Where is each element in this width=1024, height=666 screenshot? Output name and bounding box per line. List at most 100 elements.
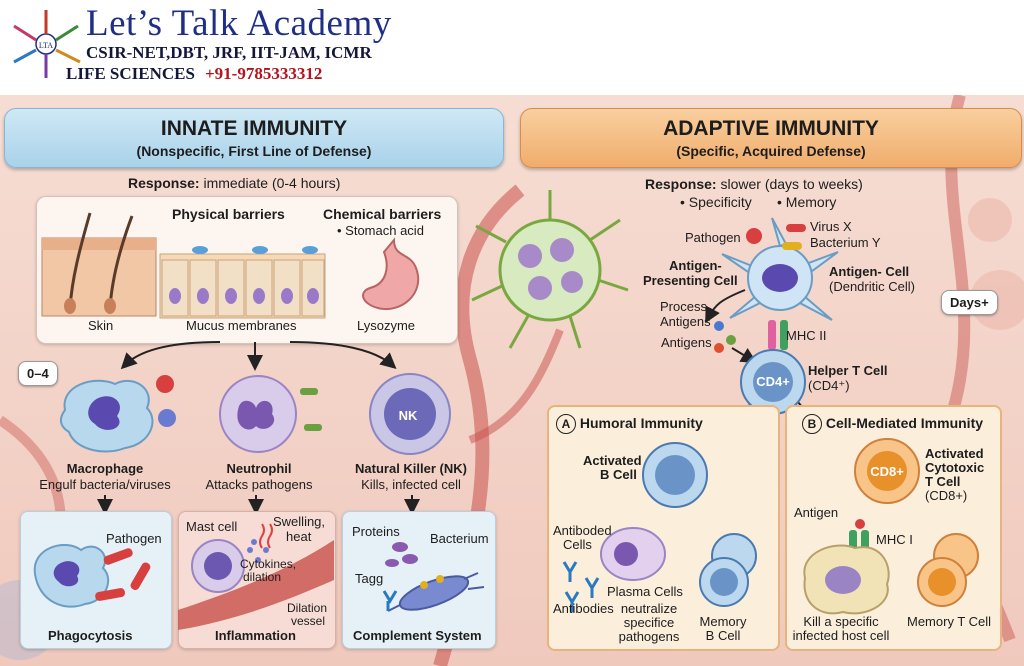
tagg-label: Tagg — [355, 571, 384, 586]
adaptive-title: ADAPTIVE IMMUNITY — [663, 117, 879, 140]
cytokines-label: Cytokines, — [240, 557, 297, 571]
memory-b-label-2: B Cell — [705, 628, 741, 643]
innate-banner: INNATE IMMUNITY (Nonspecific, First Line… — [4, 108, 504, 168]
dilation-label: dilation — [243, 570, 282, 584]
dendritic-cell-icon — [721, 217, 839, 321]
macrophage-desc: Engulf bacteria/viruses — [39, 477, 171, 492]
dilation-vessel-label-1: Dilation — [287, 601, 328, 615]
adaptive-response: Response: slower (days to weeks) — [645, 176, 863, 192]
ag-cell-label: Antigen- Cell — [829, 264, 910, 279]
humoral-title: Humoral Immunity — [579, 415, 703, 431]
brand-subject-label: LIFE SCIENCES — [66, 64, 195, 83]
kill-label-2: infected host cell — [792, 628, 890, 643]
plasma-cell-icon — [600, 527, 666, 581]
time-badge-innate: 0–4 — [18, 361, 58, 386]
innate-response-label: Response: — [128, 175, 200, 191]
infected-host-cell-icon — [803, 544, 890, 615]
plasma-label: Plasma Cells — [607, 584, 683, 599]
cd4-helper-cell-icon — [740, 349, 806, 415]
activated-b-cell-icon — [642, 442, 708, 508]
antibodies-label: Antibodies — [553, 601, 614, 616]
memory-t-cell-icon — [917, 533, 979, 607]
adaptive-response-value: slower (days to weeks) — [720, 176, 863, 192]
phagocytosis-illustration — [33, 543, 151, 608]
cell-mediated-letter: B — [802, 414, 822, 434]
virus-x-label: Virus X — [810, 219, 852, 234]
innate-response-value: immediate (0-4 hours) — [203, 175, 341, 191]
dendritic-label: (Dendritic Cell) — [829, 279, 915, 294]
phagocytosis-title: Phagocytosis — [48, 628, 133, 643]
mhc1-label: MHC I — [876, 532, 913, 547]
adaptive-response-label: Response: — [645, 176, 717, 192]
nk-title: Natural Killer (NK) — [355, 461, 467, 476]
chemical-barriers-label: Chemical barriers — [323, 206, 442, 222]
pathogens-small-icons — [746, 224, 806, 250]
complement-illustration — [382, 542, 485, 612]
activated-b-label-2: B Cell — [600, 467, 637, 482]
phago-pathogen-label: Pathogen — [106, 531, 162, 546]
process-label: Process — [660, 299, 707, 314]
adaptive-banner: ADAPTIVE IMMUNITY (Specific, Acquired De… — [520, 108, 1022, 168]
days-badge: Days+ — [941, 290, 998, 315]
inflammation-illustration — [178, 523, 334, 630]
memory-b-label-1: Memory — [699, 614, 747, 629]
brand-phone: +91-9785333312 — [204, 64, 323, 83]
nk-cell-label: NK — [398, 408, 418, 423]
helper-t-label: Helper T Cell — [808, 363, 888, 378]
mhc-ii-receptor-icon — [768, 320, 788, 350]
neutralize-label-2: specifice — [623, 615, 675, 630]
dna-flower-logo-icon: LTA — [13, 10, 81, 78]
mhc2-label: MHC II — [786, 328, 827, 343]
brand-subject: LIFE SCIENCES +91-9785333312 — [66, 64, 322, 84]
inflammation-title: Inflammation — [215, 628, 296, 643]
antibody-icons — [562, 561, 600, 612]
humoral-heading: A Humoral Immunity — [556, 414, 703, 434]
svg-text:LTA: LTA — [39, 41, 53, 50]
memory-label: • Memory — [777, 194, 837, 210]
brand-header — [0, 0, 1024, 95]
innate-title: INNATE IMMUNITY — [160, 117, 348, 140]
apc-label-1: Antigen- — [669, 258, 722, 273]
skin-illustration — [41, 212, 157, 317]
activated-b-label-1: Activated — [583, 453, 642, 468]
proteins-label: Proteins — [352, 524, 400, 539]
kill-label-1: Kill a specific — [803, 614, 879, 629]
cell-mediated-heading: B Cell-Mediated Immunity — [802, 414, 983, 434]
innate-subtitle: (Nonspecific, First Line of Defense) — [136, 143, 372, 159]
innate-down-arrows — [97, 495, 420, 515]
bacterium-label: Bacterium — [430, 531, 489, 546]
adaptive-subtitle: (Specific, Acquired Defense) — [676, 143, 866, 159]
innate-arrows — [120, 341, 397, 371]
complement-panel — [342, 511, 496, 649]
apc-label-2: Presenting Cell — [643, 273, 738, 288]
nk-cell-icon — [369, 373, 451, 455]
mast-cell-label: Mast cell — [186, 519, 238, 534]
cd8-t-cell-icon — [854, 438, 920, 504]
antigens-label-b: Antigens — [661, 335, 712, 350]
humoral-letter: A — [556, 414, 576, 434]
macrophage-title: Macrophage — [66, 461, 144, 476]
brand-exams: CSIR-NET,DBT, JRF, IIT-JAM, ICMR — [86, 43, 372, 62]
nk-desc: Kills, infected cell — [361, 477, 461, 492]
activated-t-label-1: Activated — [925, 446, 984, 461]
activated-t-label-4: (CD8+) — [925, 488, 968, 503]
pathogen-label: Pathogen — [685, 230, 741, 245]
antigen-label: Antigen — [794, 505, 839, 520]
brand-title: Let’s Talk Academy — [86, 3, 392, 44]
cell-mediated-title: Cell-Mediated Immunity — [825, 415, 984, 431]
dilation-vessel-label-2: vessel — [291, 614, 326, 628]
neutrophil-desc: Attacks pathogens — [205, 477, 313, 492]
activated-t-label-3: T Cell — [925, 474, 961, 489]
neutralize-label-3: pathogens — [618, 629, 680, 644]
macrophage-icon — [59, 375, 176, 453]
lysozyme-label: Lysozyme — [357, 318, 416, 333]
neutrophil-title: Neutrophil — [226, 461, 292, 476]
mucus-membrane-illustration — [159, 246, 326, 319]
innate-response: Response: immediate (0-4 hours) — [128, 175, 340, 191]
helper-t-sub: (CD4⁺) — [808, 378, 850, 393]
antigens-label-a: Antigens — [660, 314, 711, 329]
swelling-label: Swelling, — [273, 514, 326, 529]
mucus-label: Mucus membranes — [186, 318, 297, 333]
physical-barriers-label: Physical barriers — [172, 206, 285, 222]
activated-t-label-2: Cytotoxic — [925, 460, 985, 475]
